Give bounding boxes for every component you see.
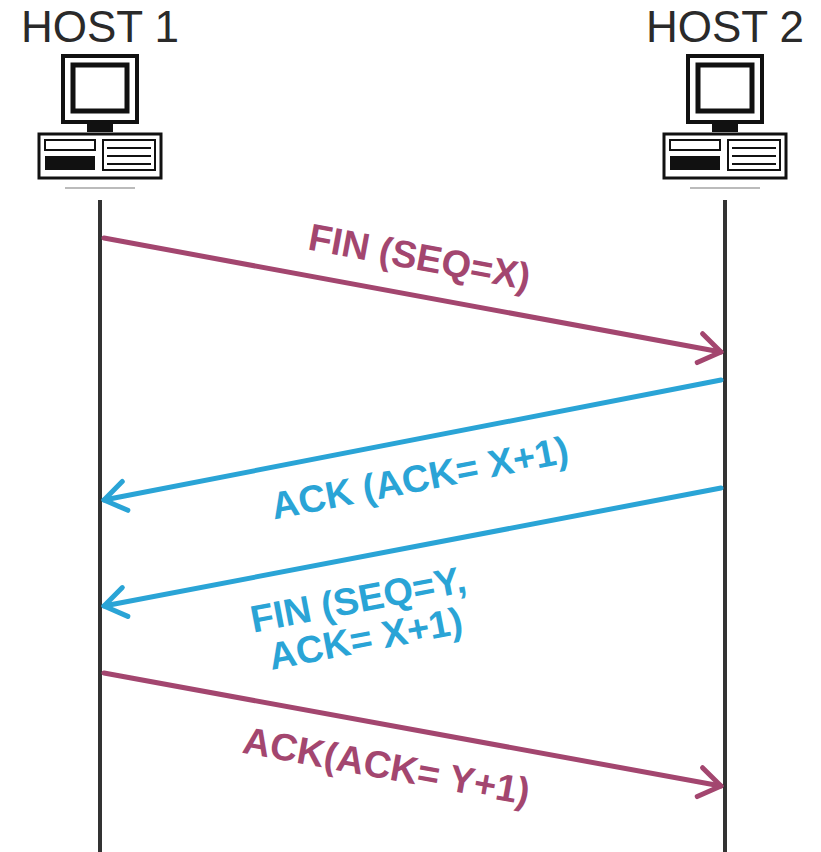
- host-computer: HOST 2: [636, 2, 814, 200]
- message-label: FIN (SEQ=X): [305, 218, 533, 298]
- host-name: HOST 2: [636, 2, 814, 52]
- host-computer: HOST 1: [11, 2, 189, 200]
- host-name: HOST 1: [11, 2, 189, 52]
- computer-icon: [660, 52, 790, 200]
- message-label: FIN (SEQ=Y, ACK= X+1): [208, 552, 518, 687]
- lifeline: [98, 200, 102, 852]
- message-label: ACK (ACK= X+1): [268, 431, 572, 528]
- computer-icon: [35, 52, 165, 200]
- lifeline: [723, 200, 727, 852]
- message-label: ACK(ACK= Y+1): [240, 722, 533, 814]
